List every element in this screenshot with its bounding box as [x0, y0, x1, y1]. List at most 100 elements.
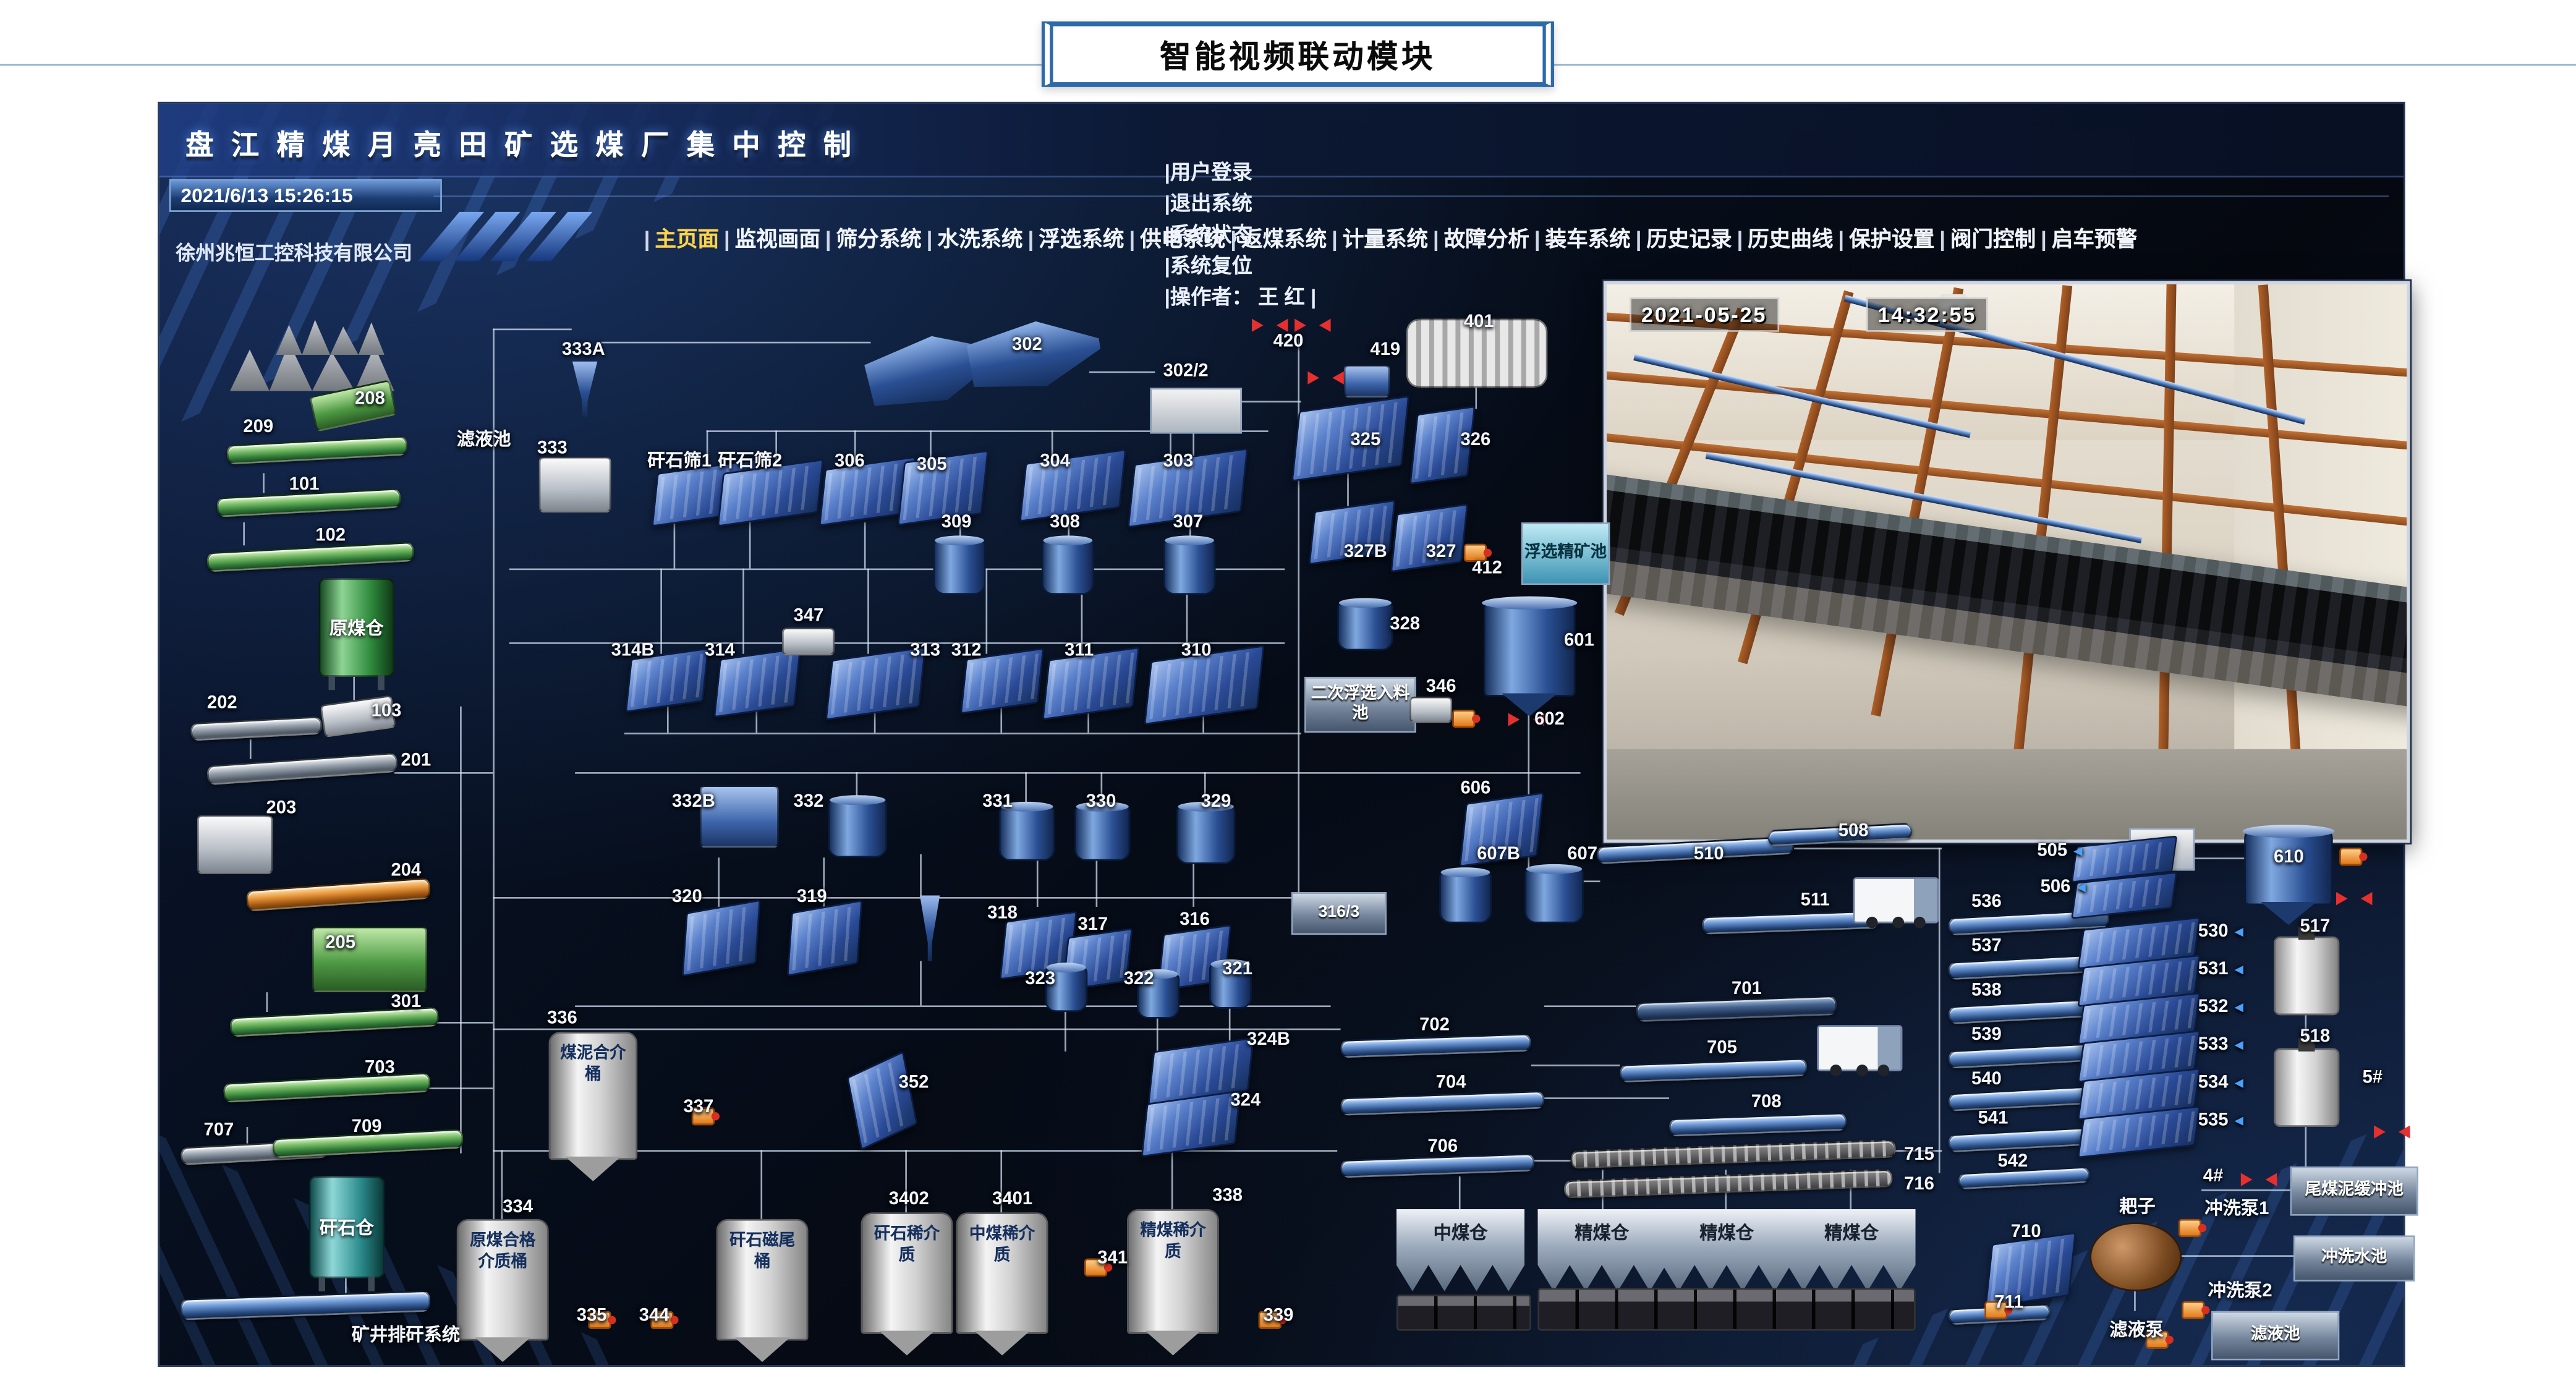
box-二次浮选入料池: 二次浮选入料池 [1304, 676, 1416, 733]
node-label: 滤液池 [2250, 1325, 2300, 1344]
nav-item-监视画面[interactable]: 监视画面 [734, 226, 820, 252]
node-label: 矸石仓 [319, 1218, 374, 1239]
label-607: 607 [1567, 844, 1598, 864]
flow-line [1938, 848, 1941, 1173]
menu-logout[interactable]: |退出系统 [1164, 192, 1259, 216]
mach-shape [1343, 364, 1390, 398]
label-303: 303 [1163, 451, 1194, 472]
silo-中煤稀介质: 中煤稀介质 [956, 1212, 1048, 1334]
mach-shape [781, 627, 835, 656]
nav-separator: | [1332, 226, 1338, 252]
flow-line [706, 430, 708, 470]
flow-line [624, 733, 1301, 734]
label-322: 322 [1123, 969, 1154, 989]
arrow-icon: ◄ [2231, 1074, 2247, 1091]
nav-item-计量系统[interactable]: 计量系统 [1342, 226, 1429, 252]
label-309: 309 [941, 512, 972, 533]
nav-item-供电系统[interactable]: 供电系统 [1140, 226, 1226, 252]
flow-line [1065, 1008, 1066, 1052]
mixer-shape [2274, 936, 2340, 1016]
flow-line [1087, 711, 1089, 733]
label-332B: 332B [671, 791, 715, 812]
node-label: 原煤合格介质桶 [470, 1232, 536, 1271]
label-541: 541 [1978, 1108, 2009, 1129]
label-302: 302 [1012, 335, 1042, 355]
tank-shape [1074, 801, 1131, 861]
nav-item-保护设置[interactable]: 保护设置 [1849, 226, 1935, 252]
label-314: 314 [705, 640, 735, 661]
menu-system-status[interactable]: |系统状态 [1164, 223, 1259, 247]
pump-shape [588, 1311, 616, 1329]
label-610: 610 [2274, 848, 2304, 868]
label-321: 321 [1222, 959, 1252, 979]
nav-separator: | [644, 226, 650, 252]
valve-shape [2336, 892, 2363, 905]
nav-item-浮选系统[interactable]: 浮选系统 [1039, 226, 1124, 252]
operator-info: |操作者： 王 红 | [1164, 286, 1317, 309]
nav-separator: | [1534, 226, 1541, 252]
header-menu: |用户登录 |退出系统 |系统状态 |系统复位 |操作者： 王 红 | [1119, 132, 1323, 334]
flow-line [2134, 1291, 2136, 1311]
label-209: 209 [243, 417, 274, 437]
cctv-time: 14:32:55 [1866, 297, 1988, 332]
tank-shape [1337, 598, 1393, 651]
label-滤液泵: 滤液泵 [2109, 1320, 2164, 1341]
flow-line [2305, 1015, 2307, 1048]
bigtank-shape [2242, 825, 2335, 906]
label-317: 317 [1078, 915, 1108, 935]
flow-line [394, 772, 493, 774]
mach-shape [700, 785, 779, 848]
nav-item-阀门控制[interactable]: 阀门控制 [1950, 226, 2036, 252]
nav-item-历史曲线[interactable]: 历史曲线 [1748, 226, 1834, 252]
cctv-date: 2021-05-25 [1630, 297, 1779, 332]
menu-system-reset[interactable]: |系统复位 [1164, 254, 1259, 278]
silo-煤泥合介桶: 煤泥合介桶 [548, 1031, 638, 1160]
nav-item-主页面[interactable]: 主页面 [655, 226, 720, 252]
label-703: 703 [364, 1058, 395, 1078]
flow-line [1000, 706, 1003, 733]
label-530: 530◄ [2198, 921, 2247, 942]
mach-shape [197, 815, 273, 874]
label-338: 338 [1212, 1186, 1243, 1206]
node-label: 尾煤泥缓冲池 [2305, 1181, 2404, 1199]
nav-item-启车预警[interactable]: 启车预警 [2051, 226, 2138, 252]
label-314B: 314B [611, 640, 655, 661]
nav-item-筛分系统[interactable]: 筛分系统 [836, 226, 922, 252]
label-3402: 3402 [888, 1189, 929, 1209]
cctv-panel[interactable]: 2021-05-25 14:32:55 [1603, 281, 2410, 843]
bin-精煤仓: 精煤仓 [1537, 1209, 1666, 1291]
silo-矸石稀介质: 矸石稀介质 [861, 1212, 953, 1334]
flow-line [575, 772, 1581, 774]
label-533: 533◄ [2198, 1035, 2247, 1055]
label-333: 333 [537, 438, 567, 459]
label-滤液池: 滤液池 [456, 430, 511, 451]
flow-line [666, 706, 669, 733]
pump-shape [1463, 543, 1492, 562]
label-327: 327 [1426, 542, 1456, 562]
label-707: 707 [203, 1120, 234, 1141]
menu-user-login[interactable]: |用户登录 [1164, 161, 1259, 184]
flow-line [460, 706, 462, 1154]
flow-line [509, 568, 1285, 571]
arrow-icon: ◄ [2231, 998, 2247, 1016]
flow-line [1794, 848, 1942, 849]
nav-item-故障分析[interactable]: 故障分析 [1443, 226, 1529, 252]
nav-item-历史记录[interactable]: 历史记录 [1646, 226, 1732, 252]
pump-shape [2178, 1218, 2207, 1238]
label-352: 352 [898, 1073, 929, 1093]
mach-shape [538, 456, 611, 513]
train-shape [1396, 1295, 1531, 1331]
label-532: 532◄ [2198, 997, 2247, 1018]
label-3401: 3401 [992, 1189, 1033, 1209]
flow-line [1095, 861, 1098, 907]
nav-item-装车系统[interactable]: 装车系统 [1545, 226, 1631, 252]
nav-item-返煤系统[interactable]: 返煤系统 [1241, 226, 1327, 252]
label-325: 325 [1350, 430, 1381, 451]
label-708: 708 [1751, 1092, 1782, 1113]
flow-line [427, 1087, 493, 1089]
arrow-icon: ◄ [2070, 843, 2086, 859]
nav-item-水洗系统[interactable]: 水洗系统 [937, 226, 1023, 252]
flow-line [856, 772, 858, 799]
flow-line [1347, 470, 1349, 506]
